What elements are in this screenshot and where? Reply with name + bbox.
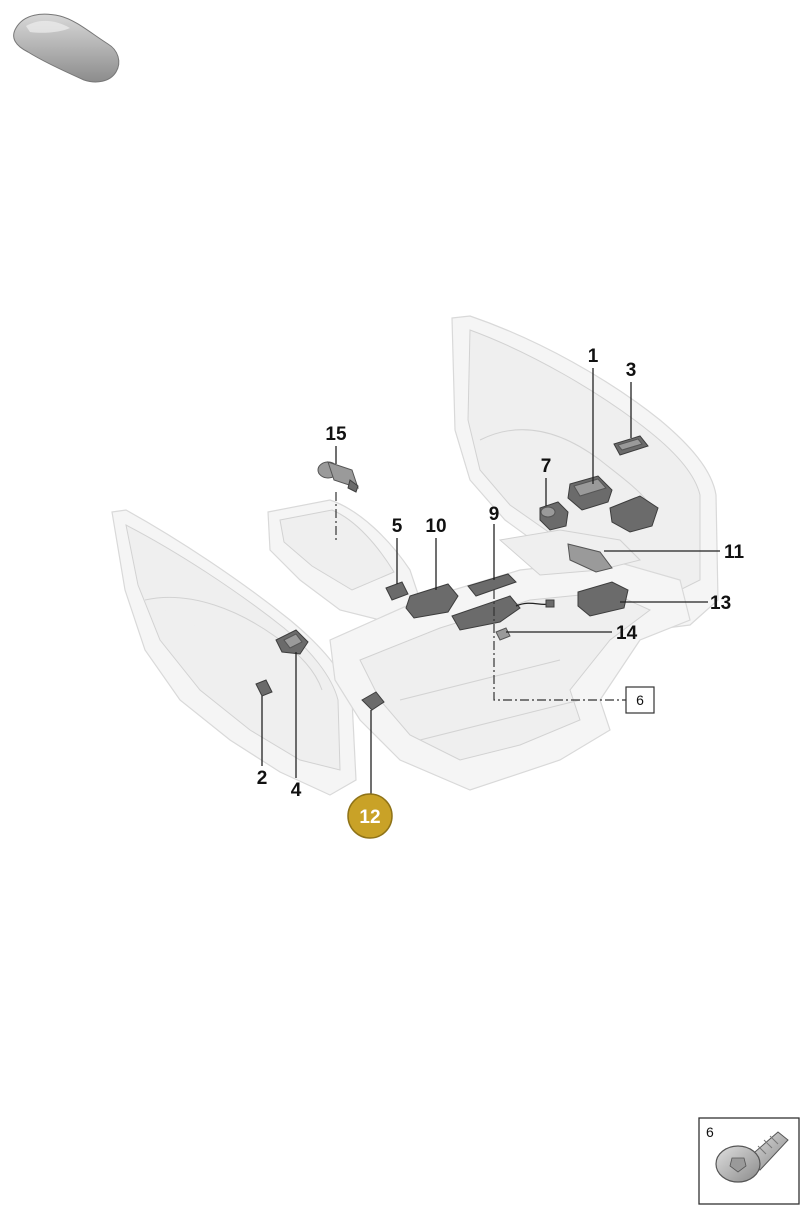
part-11-switch-panel[interactable] [567, 495, 659, 573]
callout-4[interactable]: 4 [291, 780, 302, 801]
callout-5[interactable]: 5 [392, 516, 403, 537]
callout-labels: 1 3 15 7 9 5 10 11 13 14 2 4 [257, 346, 745, 801]
inset-part-6[interactable]: 6 [698, 1117, 800, 1205]
callout-7[interactable]: 7 [541, 456, 552, 477]
callout-14[interactable]: 14 [616, 623, 638, 644]
svg-text:6: 6 [636, 692, 644, 708]
part-12-switch[interactable] [361, 691, 385, 711]
callout-15[interactable]: 15 [325, 424, 347, 445]
part-13-panel[interactable] [577, 581, 629, 617]
callout-11[interactable]: 11 [724, 542, 745, 563]
part-14-console-switches[interactable] [451, 595, 555, 641]
callout-10[interactable]: 10 [425, 516, 446, 537]
interior-ghost-outline [111, 315, 719, 796]
part-3-switch[interactable] [613, 435, 649, 456]
callout-13[interactable]: 13 [710, 593, 731, 614]
part-4-switch[interactable] [275, 629, 309, 655]
part-7-control-unit[interactable] [539, 501, 569, 531]
reference-box-6[interactable]: 6 [625, 686, 655, 714]
leader-lines [261, 368, 720, 796]
car-silhouette-icon [13, 13, 120, 83]
callout-3[interactable]: 3 [626, 360, 637, 381]
part-9-switch-strip[interactable] [467, 573, 517, 597]
part-2-switch[interactable] [255, 679, 273, 697]
svg-text:12: 12 [359, 807, 380, 828]
callout-9[interactable]: 9 [489, 504, 500, 525]
part-15-socket[interactable] [317, 461, 359, 493]
inset-label: 6 [706, 1124, 714, 1140]
part-1-switch[interactable] [567, 475, 613, 511]
screw-icon [715, 1131, 789, 1183]
part-10-switch-block[interactable] [405, 583, 459, 619]
callout-2[interactable]: 2 [257, 768, 268, 789]
callout-1[interactable]: 1 [588, 346, 599, 367]
callout-12-highlight[interactable]: 12 [347, 793, 393, 839]
